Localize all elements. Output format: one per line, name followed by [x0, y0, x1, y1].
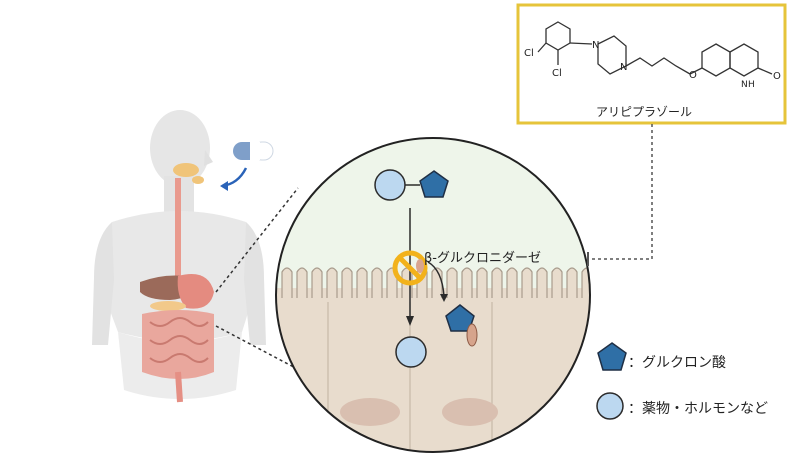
- villus: [566, 267, 578, 298]
- legend-drug-icon: [596, 392, 624, 420]
- villus: [311, 267, 323, 298]
- intestine-zoom-circle: [275, 137, 591, 453]
- villus: [446, 267, 458, 298]
- zoom-line-top: [215, 187, 299, 293]
- inhibition-connector: [588, 124, 653, 260]
- atom-cl-1: Cl: [524, 48, 534, 59]
- capsule-pill: [233, 141, 274, 161]
- legend-glucuronic-label: ：グルクロン酸: [628, 355, 726, 371]
- drug-name-label: アリピプラゾール: [596, 105, 693, 119]
- enzyme-label: β-グルクロニダーゼ: [424, 251, 541, 266]
- inhibition-symbol: [392, 250, 428, 286]
- villus: [551, 267, 563, 298]
- free-glucuronic-acid: [445, 304, 475, 332]
- legend-glucuronic-icon: [597, 342, 627, 371]
- atom-o-2: O: [773, 71, 781, 82]
- villi-row: [281, 267, 590, 298]
- cleavage-arrow: [427, 261, 445, 297]
- gut-bacterium-icon: [466, 323, 478, 347]
- atom-n-2: N: [620, 62, 627, 73]
- villus: [476, 267, 488, 298]
- atom-n-1: N: [592, 40, 599, 51]
- zoom-line-bottom: [215, 325, 323, 383]
- villus: [491, 267, 503, 298]
- atom-cl-2: Cl: [552, 68, 562, 79]
- villus: [536, 267, 548, 298]
- atom-n-3: N: [741, 80, 748, 90]
- villus: [356, 267, 368, 298]
- aripiprazole-structure: [537, 21, 773, 77]
- human-body-figure: [92, 110, 266, 403]
- villus: [281, 267, 293, 298]
- villus: [371, 267, 383, 298]
- villus: [506, 267, 518, 298]
- epithelium-tissue: [276, 288, 590, 452]
- villus: [326, 267, 338, 298]
- bacteria-icon: [416, 259, 424, 273]
- atom-o-1: O: [689, 70, 697, 81]
- villus: [521, 267, 533, 298]
- villus: [461, 267, 473, 298]
- villus: [431, 267, 443, 298]
- glucuronide-conjugate: [374, 169, 449, 201]
- villus: [296, 267, 308, 298]
- absorbed-drug: [395, 336, 427, 368]
- atom-h: H: [748, 80, 755, 90]
- villus: [341, 267, 353, 298]
- legend-drug-label: ：薬物・ホルモンなど: [628, 401, 768, 417]
